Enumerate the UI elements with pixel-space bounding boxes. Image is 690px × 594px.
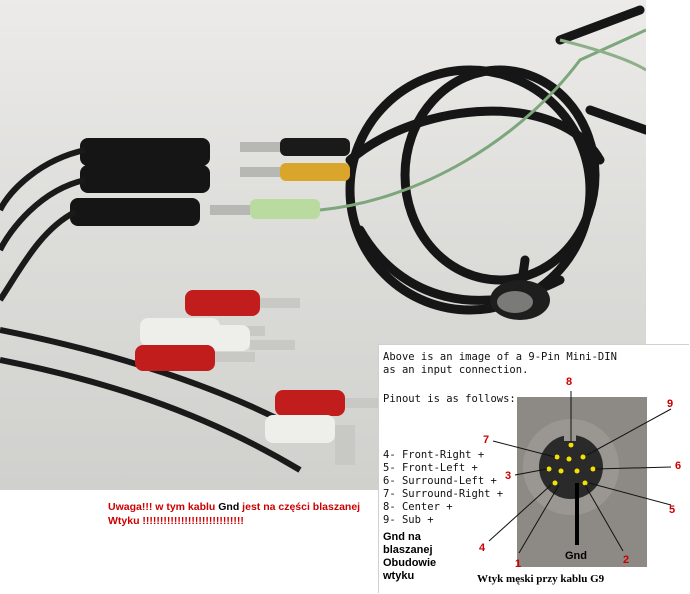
pin-item: 4- Front-Right + bbox=[383, 449, 485, 461]
warning-text-start: Uwaga!!! w tym kablu bbox=[108, 501, 219, 513]
green-wire bbox=[319, 28, 646, 212]
callout-2: 2 bbox=[623, 554, 629, 566]
connector-pins bbox=[546, 442, 596, 486]
gnd-note: Gnd na blaszanej Obudowie wtyku bbox=[383, 531, 443, 583]
pin-item: 9- Sub + bbox=[383, 514, 434, 526]
callout-lines bbox=[488, 391, 672, 554]
mini-jack-plugs bbox=[210, 138, 350, 219]
intro-line: as an input connection. bbox=[383, 364, 529, 376]
callout-6: 6 bbox=[675, 460, 681, 472]
intro-line: Above is an image of a 9-Pin Mini-DIN bbox=[383, 351, 617, 363]
female-jacks bbox=[70, 138, 210, 226]
gnd-note-line: blaszanej bbox=[383, 544, 433, 556]
pin-item: 8- Center + bbox=[383, 501, 453, 513]
cable-photo bbox=[0, 0, 646, 490]
callout-7: 7 bbox=[483, 434, 489, 446]
warning-note: Uwaga!!! w tym kablu Gnd jest na części … bbox=[108, 500, 373, 528]
gnd-note-line: Obudowie bbox=[383, 557, 437, 569]
callout-3: 3 bbox=[505, 470, 511, 482]
pinout-heading: Pinout is as follows: bbox=[383, 393, 516, 405]
callout-8: 8 bbox=[566, 376, 572, 388]
callout-labels: 8 9 7 6 3 5 4 1 2 bbox=[479, 376, 681, 570]
gnd-note-line: Gnd na bbox=[383, 531, 421, 543]
pin-list: 4- Front-Right + 5- Front-Left + 6- Surr… bbox=[383, 449, 503, 527]
intro-text: Above is an image of a 9-Pin Mini-DIN as… bbox=[383, 351, 617, 377]
pin-item: 5- Front-Left + bbox=[383, 462, 478, 474]
pinout-panel: Above is an image of a 9-Pin Mini-DIN as… bbox=[378, 344, 689, 593]
callout-1: 1 bbox=[515, 558, 521, 570]
connector-caption: Wtyk męski przy kablu G9 bbox=[477, 573, 605, 585]
pin-item: 7- Surround-Right + bbox=[383, 488, 504, 500]
gnd-note-line: wtyku bbox=[383, 570, 415, 582]
rca-plugs bbox=[135, 290, 385, 465]
gnd-label: Gnd bbox=[565, 550, 587, 562]
callout-4: 4 bbox=[479, 542, 486, 554]
pin-item: 6- Surround-Left + bbox=[383, 475, 497, 487]
warning-gnd: Gnd bbox=[218, 501, 240, 513]
callout-5: 5 bbox=[669, 504, 675, 516]
callout-9: 9 bbox=[667, 398, 673, 410]
warning-text-end: jest na części blaszanej Wtyku !!!!!!!!!… bbox=[108, 501, 361, 527]
connector-diagram: 8 9 7 6 3 5 4 1 2 Gnd bbox=[479, 376, 681, 570]
